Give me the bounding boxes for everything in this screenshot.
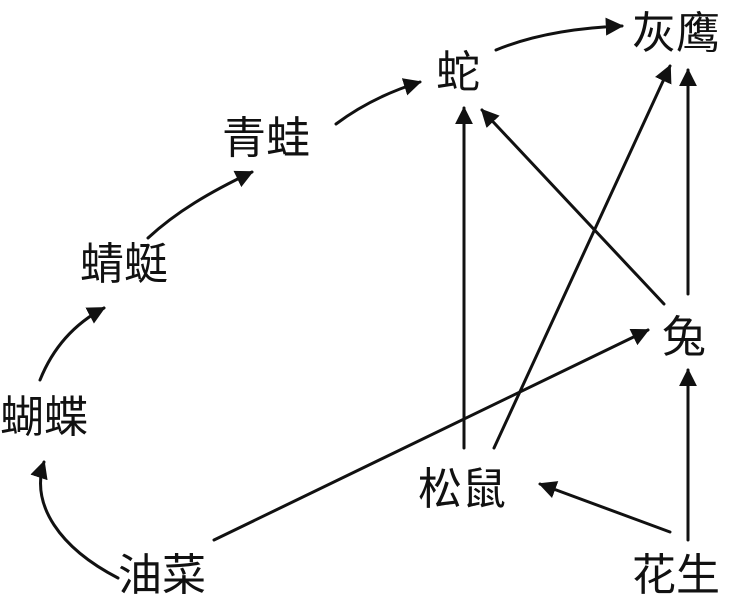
node-snake: 蛇 [436, 47, 480, 98]
node-butterfly: 蝴蝶 [0, 392, 88, 443]
node-squirrel: 松鼠 [418, 464, 506, 515]
arrow-rabbit-to-snake [480, 108, 666, 306]
node-frog: 青蛙 [222, 113, 310, 164]
arrow-butterfly-to-dragonfly [38, 306, 106, 382]
node-rapeseed: 油菜 [118, 550, 206, 601]
arrow-snake-to-grey-hawk [494, 17, 624, 52]
arrow-peanut-to-squirrel [538, 481, 672, 534]
nodes-group: 灰鹰 蛇 青蛙 蜻蜓 蝴蝶 兔 松鼠 油菜 花生 [0, 8, 720, 601]
arrow-rapeseed-to-butterfly [30, 460, 120, 580]
node-dragonfly: 蜻蜓 [80, 239, 168, 290]
node-peanut: 花生 [632, 550, 720, 601]
edges-group [30, 17, 697, 580]
arrow-squirrel-to-grey-hawk [492, 64, 672, 450]
node-rabbit: 兔 [662, 312, 706, 363]
arrow-dragonfly-to-frog [146, 170, 254, 240]
arrow-rapeseed-to-rabbit [212, 328, 650, 542]
node-grey-hawk: 灰鹰 [632, 8, 720, 59]
arrow-frog-to-snake [334, 78, 422, 126]
